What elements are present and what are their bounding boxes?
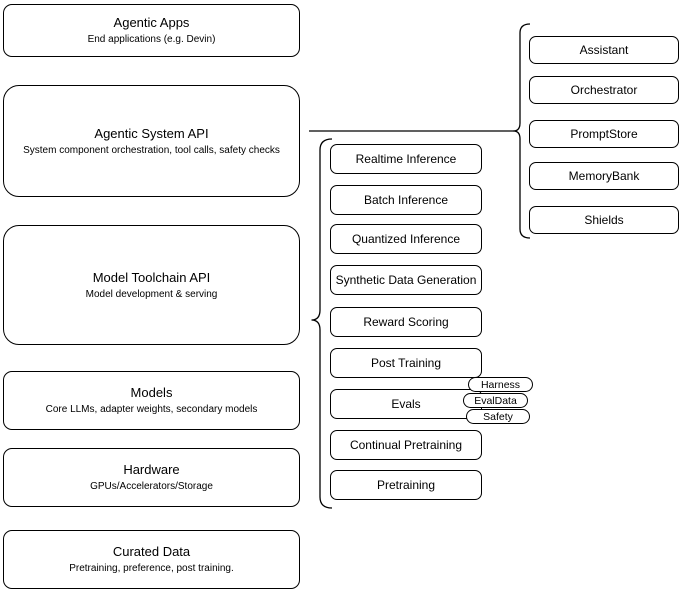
node-reward-scoring: Reward Scoring (330, 307, 482, 337)
node-label: MemoryBank (568, 169, 640, 183)
tag-label: Harness (480, 378, 521, 391)
tag-label: EvalData (474, 394, 517, 407)
node-continual-pretraining: Continual Pretraining (330, 430, 482, 460)
node-label: Shields (584, 213, 624, 227)
node-subtitle: End applications (e.g. Devin) (87, 34, 216, 45)
toolchain-brace (311, 138, 333, 509)
node-label: PromptStore (570, 127, 638, 141)
node-label: Orchestrator (570, 83, 638, 97)
node-hardware: Hardware GPUs/Accelerators/Storage (3, 448, 300, 507)
node-agentic-apps: Agentic Apps End applications (e.g. Devi… (3, 4, 300, 57)
node-label: Assistant (579, 43, 629, 57)
node-synthetic-data-generation: Synthetic Data Generation (330, 265, 482, 295)
system-components-brace (513, 23, 531, 239)
node-promptstore: PromptStore (529, 120, 679, 148)
node-label: Realtime Inference (355, 152, 457, 166)
tag-safety: Safety (466, 409, 530, 424)
node-label: Post Training (370, 356, 442, 370)
node-post-training: Post Training (330, 348, 482, 378)
node-title: Model Toolchain API (92, 269, 211, 285)
node-realtime-inference: Realtime Inference (330, 144, 482, 174)
node-curated-data: Curated Data Pretraining, preference, po… (3, 530, 300, 589)
node-subtitle: Pretraining, preference, post training. (69, 563, 234, 574)
node-model-toolchain-api: Model Toolchain API Model development & … (3, 225, 300, 345)
node-batch-inference: Batch Inference (330, 185, 482, 215)
node-shields: Shields (529, 206, 679, 234)
node-agentic-system-api: Agentic System API System component orch… (3, 85, 300, 197)
tag-label: Safety (483, 410, 513, 423)
node-title: Curated Data (112, 544, 191, 559)
tag-harness: Harness (468, 377, 533, 392)
node-subtitle: Model development & serving (85, 288, 218, 300)
node-subtitle: Core LLMs, adapter weights, secondary mo… (45, 404, 258, 415)
node-label: Pretraining (376, 478, 436, 492)
node-label: Reward Scoring (363, 315, 449, 329)
node-evals: Evals (330, 389, 482, 419)
tag-evaldata: EvalData (463, 393, 528, 408)
node-label: Quantized Inference (351, 232, 461, 246)
node-label: Synthetic Data Generation (335, 273, 477, 287)
node-orchestrator: Orchestrator (529, 76, 679, 104)
node-label: Continual Pretraining (349, 438, 463, 452)
node-assistant: Assistant (529, 36, 679, 64)
node-label: Evals (391, 397, 421, 411)
node-title: Models (130, 385, 173, 400)
node-models: Models Core LLMs, adapter weights, secon… (3, 371, 300, 430)
node-title: Hardware (123, 462, 180, 477)
node-subtitle: GPUs/Accelerators/Storage (90, 481, 213, 492)
node-pretraining: Pretraining (330, 470, 482, 500)
node-memorybank: MemoryBank (529, 162, 679, 190)
node-subtitle: System component orchestration, tool cal… (23, 144, 280, 156)
node-label: Batch Inference (363, 193, 449, 207)
node-title: Agentic System API (94, 125, 209, 141)
node-quantized-inference: Quantized Inference (330, 224, 482, 254)
node-title: Agentic Apps (113, 15, 190, 30)
